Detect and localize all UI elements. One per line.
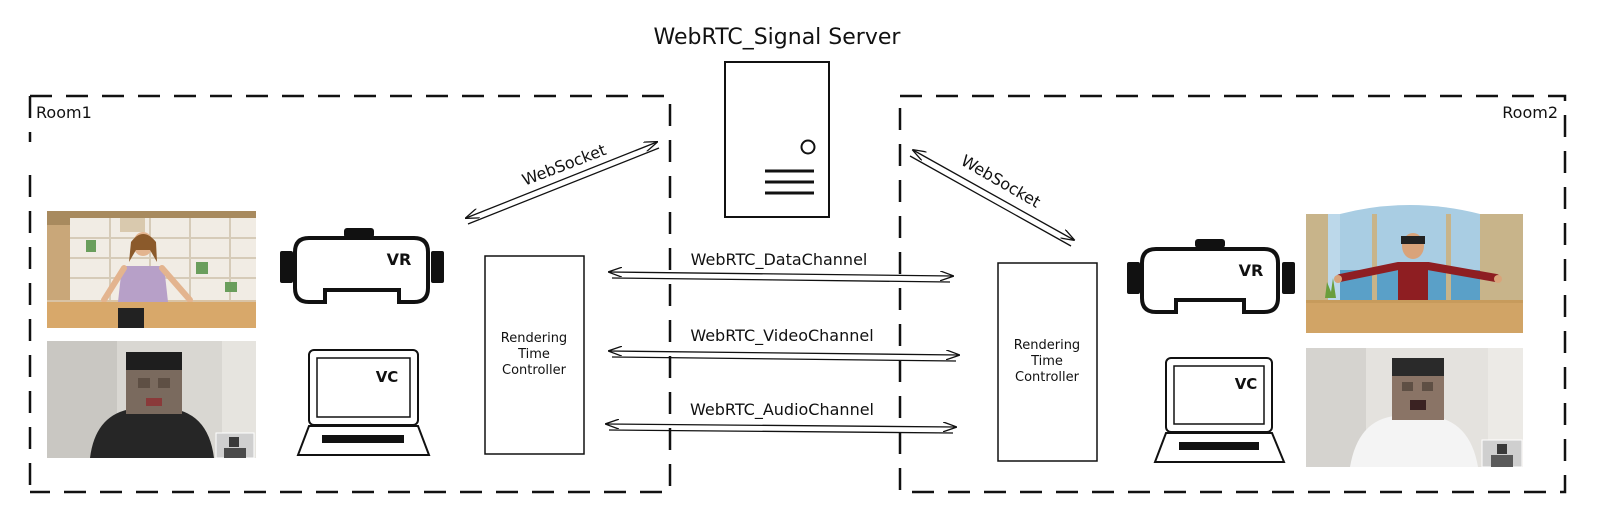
rendering-time-controller-room1: Rendering Time Controller: [484, 255, 585, 455]
vr-label-room1: VR: [387, 250, 412, 269]
vc-laptop-icon-room2: [1153, 357, 1286, 463]
server-icon: [724, 61, 830, 218]
video-call-screenshot-room2: [1306, 348, 1523, 468]
svg-text:Time: Time: [1030, 354, 1063, 369]
vc-label-room2: VC: [1235, 375, 1258, 393]
room1-label: Room1: [36, 103, 92, 122]
websocket-label-room1: WebSocket: [519, 140, 608, 189]
videochannel-label: WebRTC_VideoChannel: [690, 326, 873, 346]
rendering-time-controller-room2: Rendering Time Controller: [997, 262, 1098, 462]
svg-text:Rendering: Rendering: [1014, 338, 1080, 353]
video-call-screenshot-room1: [47, 341, 256, 459]
svg-text:Controller: Controller: [1015, 370, 1080, 385]
vr-avatar-screenshot-room2: [1306, 205, 1523, 333]
vc-laptop-icon-room1: [296, 349, 431, 456]
vr-label-room2: VR: [1239, 261, 1264, 280]
vr-headset-icon-room2: [1127, 239, 1295, 314]
websocket-arrow-room2: [909, 150, 1074, 247]
vr-avatar-screenshot-room1: [47, 211, 256, 328]
datachannel-arrow: [609, 272, 953, 283]
audiochannel-label: WebRTC_AudioChannel: [690, 400, 874, 420]
websocket-label-room2: WebSocket: [958, 151, 1044, 212]
datachannel-label: WebRTC_DataChannel: [691, 250, 868, 270]
server-title: WebRTC_Signal Server: [654, 25, 902, 50]
room2-label: Room2: [1502, 103, 1558, 122]
vr-headset-icon-room1: [280, 228, 444, 304]
websocket-arrow-room1: [466, 142, 659, 225]
svg-text:Rendering: Rendering: [501, 331, 567, 346]
svg-text:Controller: Controller: [502, 363, 567, 378]
svg-text:Time: Time: [517, 347, 550, 362]
videochannel-arrow: [609, 351, 959, 362]
audiochannel-arrow: [606, 424, 956, 434]
room1-boundary: [30, 94, 672, 494]
vc-label-room1: VC: [376, 368, 399, 386]
